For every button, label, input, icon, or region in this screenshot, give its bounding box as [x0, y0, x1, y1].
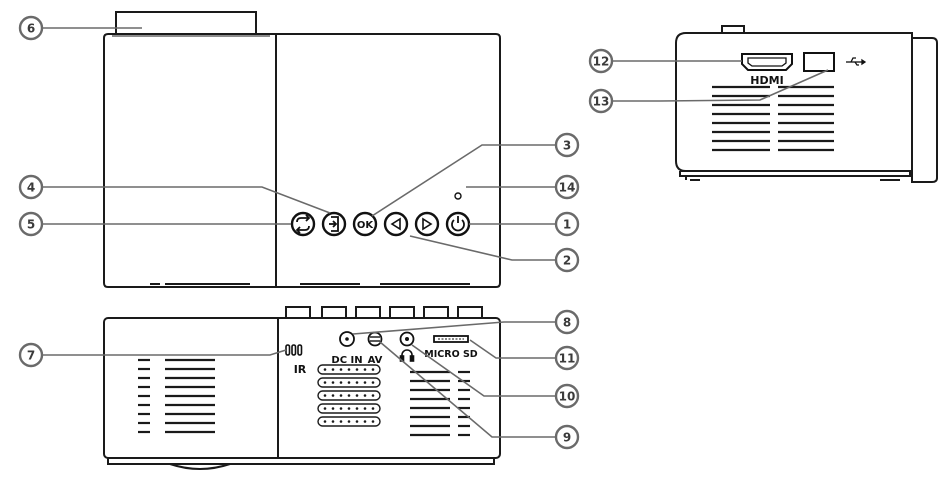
callout-4: 4	[18, 174, 44, 200]
leader-lines	[42, 27, 829, 438]
rear-vent-right	[410, 370, 470, 437]
callout-12: 12	[588, 48, 614, 74]
svg-text:2: 2	[563, 254, 571, 268]
svg-text:7: 7	[27, 349, 35, 363]
ir-receiver	[285, 344, 303, 356]
hdmi-label: HDMI	[750, 74, 783, 87]
callout-badges: 6 4 5 7 3 14 1 2	[18, 15, 614, 450]
rear-view	[103, 306, 501, 470]
svg-text:10: 10	[559, 390, 576, 404]
svg-text:3: 3	[563, 139, 571, 153]
callout-11: 11	[554, 345, 580, 371]
usb-port	[803, 52, 867, 72]
svg-text:13: 13	[593, 95, 610, 109]
svg-text:4: 4	[27, 181, 35, 195]
left-arrow-icon	[390, 217, 401, 231]
svg-text:11: 11	[559, 352, 576, 366]
control-buttons: OK	[290, 192, 471, 237]
micro-sd-label: MICRO SD	[424, 349, 478, 360]
micro-sd-slot	[433, 335, 469, 343]
svg-text:14: 14	[559, 181, 576, 195]
power-button[interactable]	[445, 211, 471, 237]
callout-9: 9	[554, 424, 580, 450]
callout-3: 3	[554, 132, 580, 158]
callout-13: 13	[588, 88, 614, 114]
svg-text:1: 1	[563, 218, 571, 232]
indicator-light	[454, 192, 462, 200]
speaker-holes	[323, 368, 375, 423]
callout-7: 7	[18, 342, 44, 368]
callout-10: 10	[554, 383, 580, 409]
svg-text:8: 8	[563, 316, 571, 330]
svg-text:5: 5	[27, 218, 35, 232]
loop-icon	[295, 214, 311, 234]
av-label: AV	[368, 355, 383, 366]
ok-button[interactable]: OK	[352, 211, 378, 237]
dc-in-port	[339, 331, 355, 347]
usb-icon	[846, 57, 867, 66]
return-icon	[329, 216, 339, 232]
callout-8: 8	[554, 309, 580, 335]
callout-6: 6	[18, 15, 44, 41]
rear-vent-left	[138, 358, 215, 434]
av-port	[367, 331, 383, 347]
hdmi-port	[741, 53, 793, 71]
callout-5: 5	[18, 211, 44, 237]
top-body	[103, 33, 501, 288]
right-button[interactable]	[414, 211, 440, 237]
ok-button-label: OK	[357, 220, 375, 231]
headphone-port	[399, 331, 415, 362]
callout-1: 1	[554, 211, 580, 237]
left-button[interactable]	[383, 211, 409, 237]
power-icon	[451, 216, 465, 232]
top-view	[103, 11, 501, 288]
callout-2: 2	[554, 247, 580, 273]
side-lens-cap	[911, 37, 938, 183]
ir-label: IR	[294, 363, 307, 376]
svg-text:12: 12	[593, 55, 610, 69]
callout-14: 14	[554, 174, 580, 200]
dc-in-label: DC IN	[331, 355, 362, 366]
return-button[interactable]	[321, 211, 347, 237]
loop-button[interactable]	[290, 211, 316, 237]
svg-text:9: 9	[563, 431, 571, 445]
side-view	[675, 25, 938, 183]
focus-tab	[115, 11, 257, 35]
side-vents	[712, 85, 834, 152]
svg-text:6: 6	[27, 22, 35, 36]
right-arrow-icon	[422, 217, 433, 231]
